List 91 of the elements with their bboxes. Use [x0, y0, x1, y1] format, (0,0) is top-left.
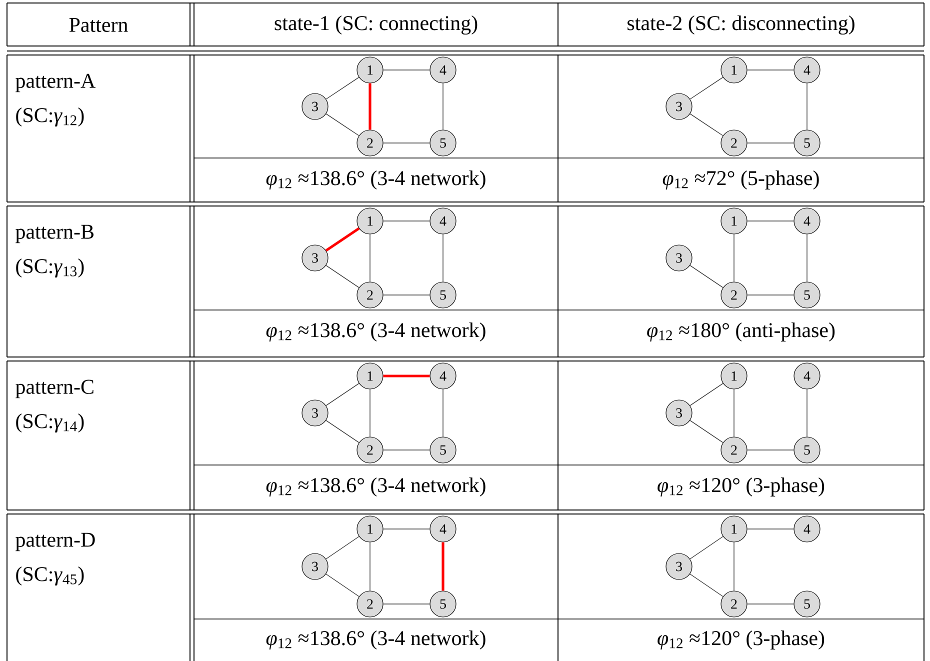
graph-edge: [326, 265, 360, 288]
graph-node: 3: [302, 93, 328, 120]
graph-node: 3: [302, 553, 328, 580]
graph-node: 5: [430, 590, 456, 618]
phase-caption: φ$_{12}$ ≈180° (anti-phase): [647, 322, 835, 342]
graph-node: 4: [794, 516, 820, 542]
graph-node: 1: [720, 516, 748, 542]
graph-node: 2: [356, 282, 384, 308]
graph-edge: [368, 83, 372, 130]
graph-node: 2: [356, 436, 384, 464]
graph-edge: [382, 142, 430, 144]
graph-edge: [690, 265, 724, 288]
graph-node: 4: [430, 362, 456, 390]
graph-node: 2: [720, 436, 748, 464]
graph-edge: [383, 374, 430, 378]
graph-node: 4: [430, 208, 456, 234]
graph-node: 2: [720, 282, 748, 308]
graph-edge: [326, 383, 360, 406]
phase-caption: φ$_{12}$ ≈120° (3-phase): [658, 477, 824, 497]
graph-edge: [326, 420, 360, 443]
graph-node: 3: [666, 400, 692, 426]
graph-node: 2: [356, 590, 384, 618]
graph-node: 4: [430, 516, 456, 542]
graph-edge: [382, 220, 430, 222]
graph-node: 1: [356, 362, 384, 390]
graph-edge: [746, 294, 794, 296]
graph-node: 4: [794, 56, 820, 84]
graph-edge: [382, 294, 430, 296]
graph-node: 3: [302, 244, 328, 272]
graph-node: 1: [720, 56, 748, 84]
row-label: pattern-A: [16, 74, 96, 92]
graph-node: 3: [666, 93, 692, 120]
graph-edge: [806, 234, 808, 282]
row-label: (SC:γ$_{13}$): [16, 258, 84, 278]
row-label: (SC:γ$_{12}$): [16, 107, 84, 127]
phase-caption: φ$_{12}$ ≈72° (5-phase): [662, 170, 819, 190]
graph-edge: [690, 77, 724, 100]
graph-node: 2: [720, 590, 748, 618]
graph-node: 4: [794, 208, 820, 234]
graph-edge: [746, 142, 794, 144]
graph-node: 3: [302, 400, 328, 426]
graph-edge: [326, 114, 360, 136]
graph-edge: [326, 574, 360, 597]
graph-node: 4: [794, 362, 820, 390]
graph-node: 5: [430, 282, 456, 308]
row-label: pattern-D: [16, 532, 95, 552]
graph-edge: [746, 220, 794, 222]
graph-node: 5: [430, 130, 456, 156]
row-label: pattern-B: [16, 224, 94, 244]
graph-node: 2: [720, 130, 748, 156]
graph-edge: [442, 542, 444, 591]
graph-node: 5: [794, 436, 820, 464]
graph-node: 1: [356, 516, 384, 542]
phase-caption: φ$_{12}$ ≈138.6° (3-4 network): [266, 322, 486, 342]
graph-edge: [690, 536, 724, 560]
graph-node: 1: [356, 56, 384, 84]
graph-edge: [382, 528, 430, 530]
graph-edge: [690, 114, 724, 136]
graph-edge: [442, 82, 444, 130]
graph-node: 5: [794, 590, 820, 618]
graph-node: 5: [794, 130, 820, 156]
graph-edge: [806, 82, 808, 130]
graph-node: 1: [356, 208, 384, 234]
graph-edge: [325, 227, 360, 252]
column-header: state-1 (SC: connecting): [274, 15, 478, 35]
graph-node: 1: [720, 362, 748, 390]
graph-edge: [690, 383, 724, 406]
graph-edge: [746, 528, 794, 530]
column-header: Pattern: [69, 18, 128, 32]
graph-node: 3: [666, 244, 692, 272]
graph-node: 5: [794, 282, 820, 308]
graph-edge: [690, 420, 724, 443]
graph-edge: [690, 574, 724, 597]
phase-caption: φ$_{12}$ ≈120° (3-phase): [658, 630, 824, 650]
graph-edge: [442, 234, 444, 282]
row-label: (SC:γ$_{14}$): [16, 413, 84, 433]
graph-edge: [326, 77, 360, 100]
row-label: (SC:γ$_{45}$): [16, 566, 84, 586]
graph-node: 5: [430, 436, 456, 464]
column-header: state-2 (SC: disconnecting): [628, 15, 854, 35]
graph-node: 2: [356, 130, 384, 156]
row-label: pattern-C: [16, 380, 94, 398]
graph-edge: [806, 388, 808, 438]
graph-node: 4: [430, 56, 456, 84]
phase-caption: φ$_{12}$ ≈138.6° (3-4 network): [266, 170, 486, 190]
phase-caption: φ$_{12}$ ≈138.6° (3-4 network): [266, 477, 486, 497]
graph-node: 3: [666, 553, 692, 580]
phase-caption: φ$_{12}$ ≈138.6° (3-4 network): [266, 630, 486, 650]
graph-edge: [326, 536, 360, 560]
graph-edge: [442, 388, 444, 438]
graph-node: 1: [720, 208, 748, 234]
